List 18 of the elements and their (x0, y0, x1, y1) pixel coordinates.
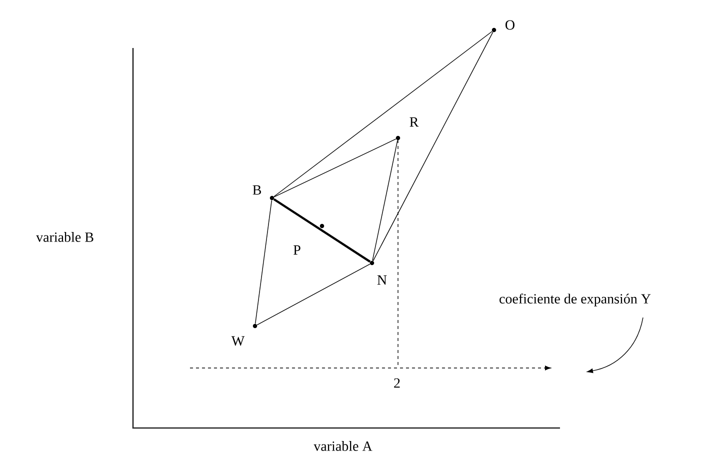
line (372, 32, 494, 262)
axis-label: variable B (35, 231, 95, 243)
axis-label: variable A (312, 440, 374, 452)
line (372, 140, 398, 262)
point-label: W (231, 336, 245, 346)
point-label: P (294, 245, 300, 255)
line (254, 200, 272, 324)
point-label: N (377, 275, 387, 285)
point-label: O (506, 20, 514, 30)
line (274, 138, 396, 198)
point-label: R (410, 117, 419, 127)
curved-arrow (587, 317, 644, 374)
point-label: B (252, 185, 261, 195)
thick-line (273, 198, 371, 263)
note-text: coeficiente de expansión Y (500, 294, 651, 306)
axis-label: 2 (392, 377, 402, 389)
line (274, 31, 492, 197)
line (256, 264, 370, 326)
